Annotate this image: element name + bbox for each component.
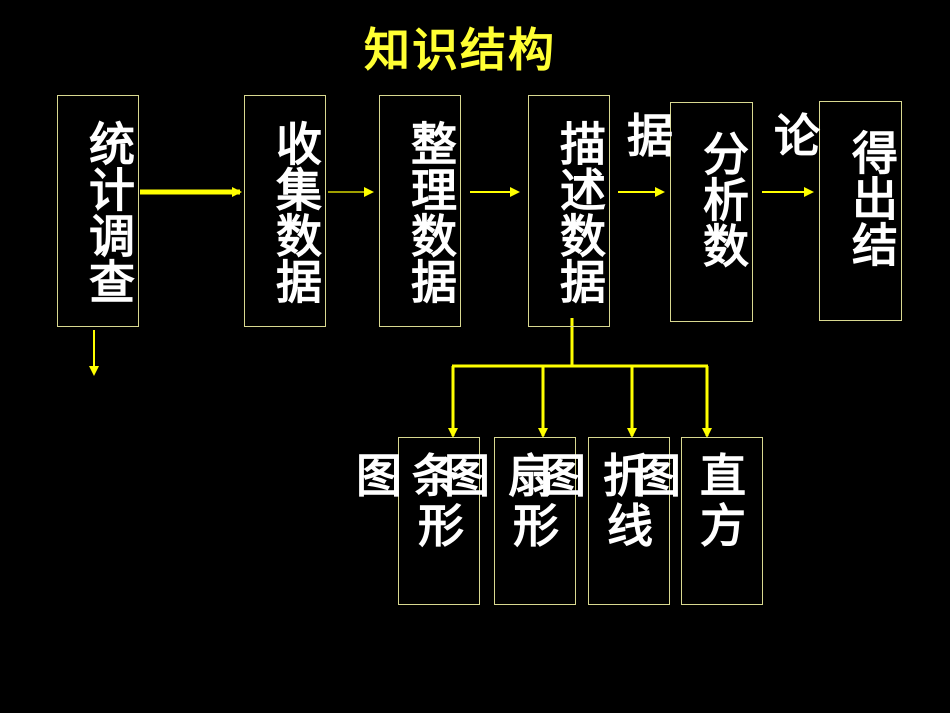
box-analyze-data: 分析数 xyxy=(670,102,753,322)
label-lun: 论 xyxy=(774,109,820,163)
box-draw-conclusion: 得出结 xyxy=(819,101,902,321)
pie-chart-bottom-label: 形 xyxy=(513,499,559,553)
label-ju: 据 xyxy=(627,109,673,163)
line-chart-top-label: 折图 xyxy=(603,449,681,503)
box-collect-data: 收集数据 xyxy=(244,95,326,327)
histogram-top-label: 直 xyxy=(700,449,746,503)
histogram-bottom-label: 方 xyxy=(700,499,746,553)
box-statistical-survey-label: 统计调查 xyxy=(82,120,136,304)
box-organize-data: 整理数据 xyxy=(379,95,461,327)
box-histogram xyxy=(681,437,763,605)
line-chart-bottom-label: 线 xyxy=(607,499,653,553)
box-describe-data: 描述数据 xyxy=(528,95,610,327)
box-bar-chart xyxy=(398,437,480,605)
box-draw-conclusion-label: 得出结 xyxy=(845,129,899,267)
box-pie-chart xyxy=(494,437,576,605)
pie-chart-top-label: 扇图 xyxy=(508,449,586,503)
box-line-chart xyxy=(588,437,670,605)
box-organize-data-label: 整理数据 xyxy=(404,120,458,304)
bar-chart-top-label: 条图 xyxy=(412,449,490,503)
box-describe-data-label: 描述数据 xyxy=(553,120,607,304)
diagram-title: 知识结构 xyxy=(364,23,556,77)
bar-chart-bottom-label: 形 xyxy=(418,499,464,553)
box-analyze-data-label: 分析数 xyxy=(696,130,750,268)
label-tu-left: 图 xyxy=(356,449,402,503)
box-collect-data-label: 收集数据 xyxy=(269,120,323,304)
box-statistical-survey: 统计调查 xyxy=(57,95,139,327)
